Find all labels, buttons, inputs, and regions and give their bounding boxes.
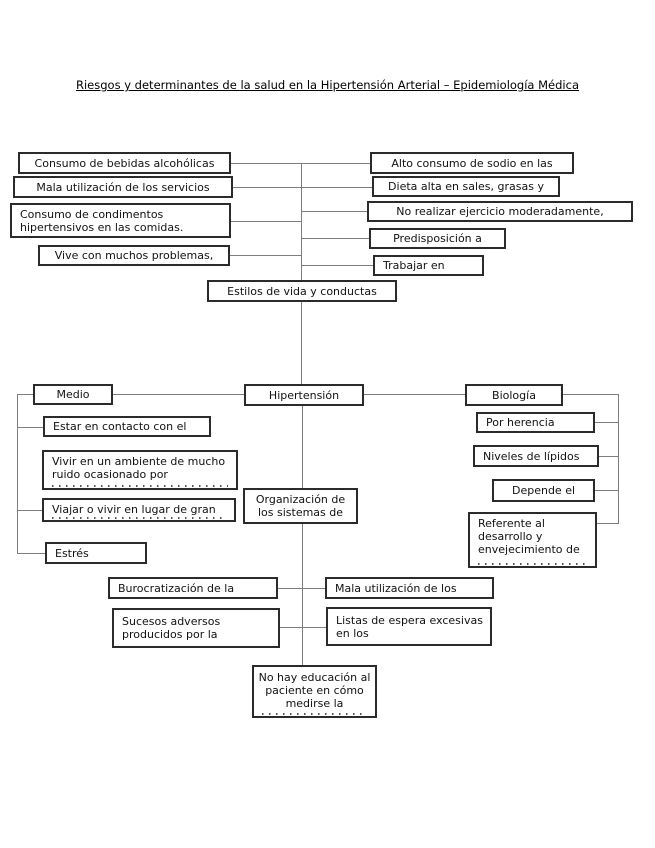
node-estilos-de-vida: Estilos de vida y conductas [207,280,397,302]
connector-line [301,163,303,281]
node-dieta-alta-sales-grasas: Dieta alta en sales, grasas y [372,176,560,197]
connector-line [302,406,304,489]
node-estar-en-contacto: Estar en contacto con el [43,416,211,437]
node-vivir-ambiente-ruido: Vivir en un ambiente de mucho ruido ocas… [42,450,238,490]
node-mala-utilizacion-servicios: Mala utilización de los servicios [13,176,233,198]
connector-line [301,238,369,240]
connector-line [301,187,372,189]
page-title: Riesgos y determinantes de la salud en l… [0,74,655,93]
connector-line [301,302,303,385]
node-referente-desarrollo: Referente al desarrollo y envejecimiento… [468,512,597,568]
connector-line [231,163,301,165]
connector-line [595,490,618,492]
connector-line [280,627,326,629]
node-sucesos-adversos: Sucesos adversos producidos por la [112,608,280,648]
node-no-hay-educacion: No hay educación al paciente en cómo med… [252,665,377,718]
connector-line [17,427,43,429]
node-medio: Medio [33,384,113,405]
connector-line [17,394,33,396]
node-organizacion-sistemas: Organización de los sistemas de [243,488,358,524]
connector-line [278,588,325,590]
node-no-realizar-ejercicio: No realizar ejercicio moderadamente, [367,201,633,222]
connector-line [231,221,301,223]
connector-line [230,255,301,257]
node-biologia: Biología [465,384,563,406]
node-mala-utilizacion-de-los: Mala utilización de los [325,577,494,599]
node-consumo-condimentos: Consumo de condimentos hipertensivos en … [10,203,231,238]
node-vive-con-problemas: Vive con muchos problemas, [38,245,230,266]
node-depende-el: Depende el [492,479,595,502]
connector-line [618,394,620,524]
connector-line [563,394,618,396]
node-listas-de-espera: Listas de espera excesivas en los [326,607,492,646]
connector-line [597,523,618,525]
node-hipertension: Hipertensión [244,384,364,406]
page-title-text: Riesgos y determinantes de la salud en l… [75,78,579,92]
connector-line [302,524,304,666]
connector-line [301,163,370,165]
connector-line [599,456,618,458]
connector-line [595,422,618,424]
node-trabajar-en: Trabajar en [373,255,484,276]
node-viajar-o-vivir: Viajar o vivir en lugar de gran [42,498,236,522]
connector-line [301,211,367,213]
connector-line [301,265,373,267]
connector-line [364,394,465,396]
node-alto-consumo-sodio: Alto consumo de sodio en las [370,152,574,174]
node-estres: Estrés [45,542,147,564]
node-por-herencia: Por herencia [476,412,595,433]
node-consumo-bebidas-alcoholicas: Consumo de bebidas alcohólicas [18,152,231,174]
connector-line [17,553,45,555]
node-burocratizacion: Burocratización de la [108,577,278,599]
connector-line [233,187,301,189]
node-niveles-lipidos: Niveles de lípidos [473,445,599,467]
node-predisposicion: Predisposición a [369,228,506,249]
connector-line [113,394,244,396]
connector-line [17,394,19,554]
connector-line [17,510,42,512]
